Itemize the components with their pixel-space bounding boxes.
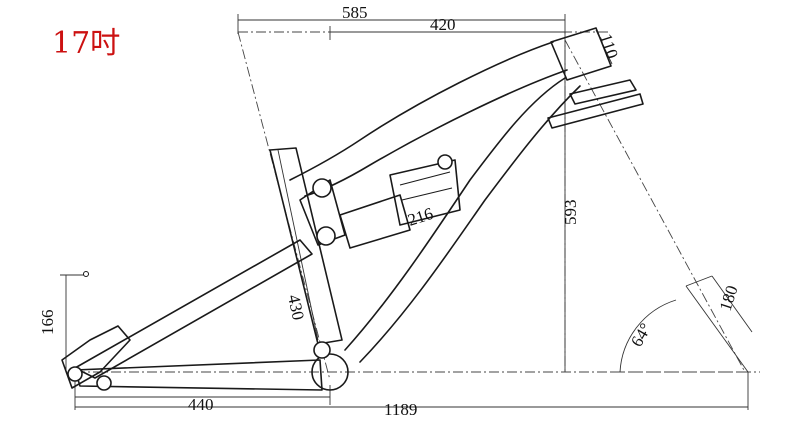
pivots [67,154,453,391]
dim-chainstay: 440 [188,395,214,414]
frame-size-label: 17吋 [52,26,121,61]
dim-reach: 420 [430,15,456,34]
head-tube [550,27,612,81]
dim-head-tube: 110 [596,31,622,61]
top-tube [289,41,554,181]
dim-stack: 593 [561,200,580,226]
down-tube [344,77,566,351]
seat-tube [269,147,343,345]
dim-bb-drop: 166 [38,310,57,336]
rear-shock [339,159,461,249]
bottom-bracket [311,353,349,391]
pivot-rear [96,375,112,391]
pivot-upper [312,178,332,198]
dim-head-angle: 64° [627,320,655,350]
dimension-lines [60,14,753,410]
seat-stay [74,239,313,379]
dim-wheelbase: 1189 [384,400,417,419]
dim-top-tube-horizontal: 585 [342,3,368,22]
dim-seat-tube: 430 [284,293,308,322]
rear-dropout [61,325,131,389]
rear-axle [67,366,83,382]
dim-shock-length: 216 [405,204,435,230]
bike-frame [61,27,644,391]
pivot-main [313,341,331,359]
construction-lines [75,31,760,381]
pivot-shock-lower [316,226,336,246]
pivot-shock-upper [437,154,453,170]
dimension-labels: 585 420 110 593 216 430 166 440 1189 180… [38,3,742,419]
dim-fork-length: 180 [716,283,742,313]
chainstay [74,359,323,391]
